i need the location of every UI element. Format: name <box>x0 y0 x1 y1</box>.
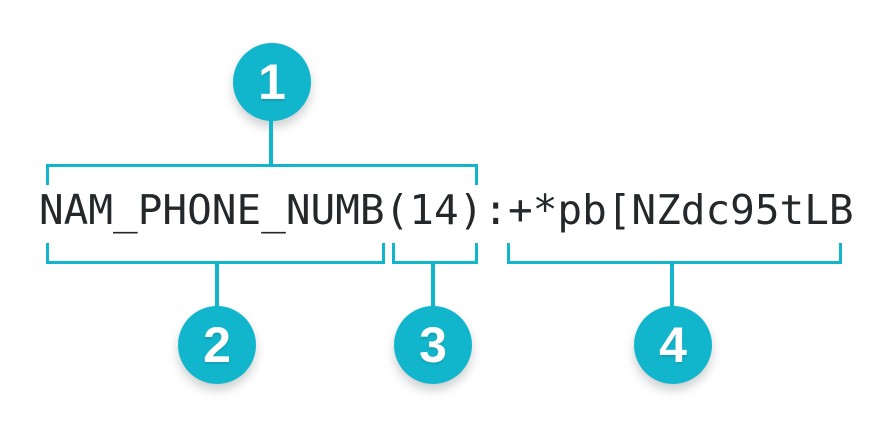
callout-1-badge: 1 <box>233 43 311 121</box>
callout-4-number: 4 <box>659 317 687 373</box>
callout-3-badge: 3 <box>394 306 472 384</box>
separator-text: : <box>483 186 509 234</box>
callout-2-badge: 2 <box>178 306 256 384</box>
field-value-bracket <box>507 243 842 264</box>
callout-4-badge: 4 <box>634 306 712 384</box>
field-length-bracket <box>392 243 478 264</box>
callout-3-number: 3 <box>419 317 447 373</box>
field-length-text: (14) <box>384 186 484 234</box>
callout-4-connector-line <box>670 262 674 308</box>
record-string: NAM_PHONE_NUMB(14):+*pb[NZdc95tLB <box>39 190 854 231</box>
field-name-bracket <box>46 243 385 264</box>
callout-2-number: 2 <box>203 317 231 373</box>
field-value-text: +*pb[NZdc95tLB <box>508 186 854 234</box>
callout-2-connector-line <box>215 262 219 308</box>
callout-1-number: 1 <box>258 54 286 110</box>
callout-1-connector-line <box>269 119 273 165</box>
field-name-and-length-bracket <box>46 164 478 185</box>
callout-3-connector-line <box>431 262 435 308</box>
field-name-text: NAM_PHONE_NUMB <box>39 186 385 234</box>
